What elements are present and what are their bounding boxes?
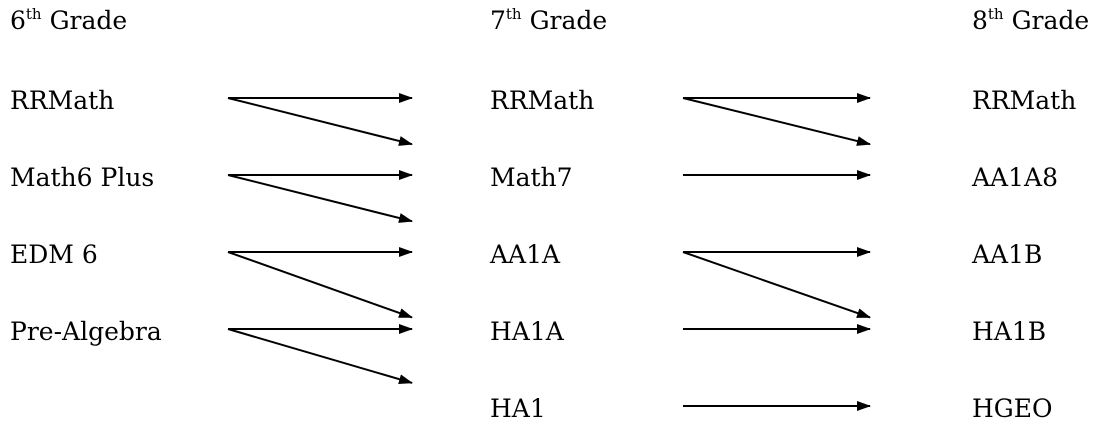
progression-arrow-12 bbox=[682, 251, 871, 319]
arrow-layer bbox=[227, 93, 871, 411]
course-8th-ha1b: HA1B bbox=[972, 317, 1047, 346]
course-6th-math6-plus: Math6 Plus bbox=[10, 163, 155, 192]
column-header-8th-grade: 8th Grade bbox=[972, 6, 1089, 36]
grade-number: 8 bbox=[972, 6, 988, 35]
column-header-6th-grade: 6th Grade bbox=[10, 6, 127, 36]
course-7th-ha1a: HA1A bbox=[490, 317, 564, 346]
course-7th-aa1a: AA1A bbox=[490, 240, 561, 269]
course-6th-pre-algebra: Pre-Algebra bbox=[10, 317, 162, 346]
course-6th-rrmath: RRMath bbox=[10, 86, 115, 115]
grade-word: Grade bbox=[529, 6, 608, 35]
course-8th-aa1a8: AA1A8 bbox=[972, 163, 1058, 192]
grade-word: Grade bbox=[49, 6, 128, 35]
course-8th-hgeo: HGEO bbox=[972, 394, 1053, 423]
progression-arrow-9 bbox=[682, 97, 871, 146]
course-7th-ha1: HA1 bbox=[490, 394, 546, 423]
grade-number: 6 bbox=[10, 6, 26, 35]
grade-word: Grade bbox=[1011, 6, 1090, 35]
progression-arrow-5 bbox=[227, 251, 413, 319]
progression-arrow-7 bbox=[227, 328, 413, 385]
progression-arrow-3 bbox=[227, 174, 413, 223]
course-6th-edm-6: EDM 6 bbox=[10, 240, 98, 269]
grade-suffix: th bbox=[25, 5, 42, 23]
grade-number: 7 bbox=[490, 6, 506, 35]
column-header-7th-grade: 7th Grade bbox=[490, 6, 607, 36]
course-8th-rrmath: RRMath bbox=[972, 86, 1077, 115]
course-7th-rrmath: RRMath bbox=[490, 86, 595, 115]
progression-arrow-1 bbox=[227, 97, 413, 146]
grade-suffix: th bbox=[987, 5, 1004, 23]
course-7th-math7: Math7 bbox=[490, 163, 573, 192]
course-8th-aa1b: AA1B bbox=[972, 240, 1043, 269]
grade-suffix: th bbox=[505, 5, 522, 23]
